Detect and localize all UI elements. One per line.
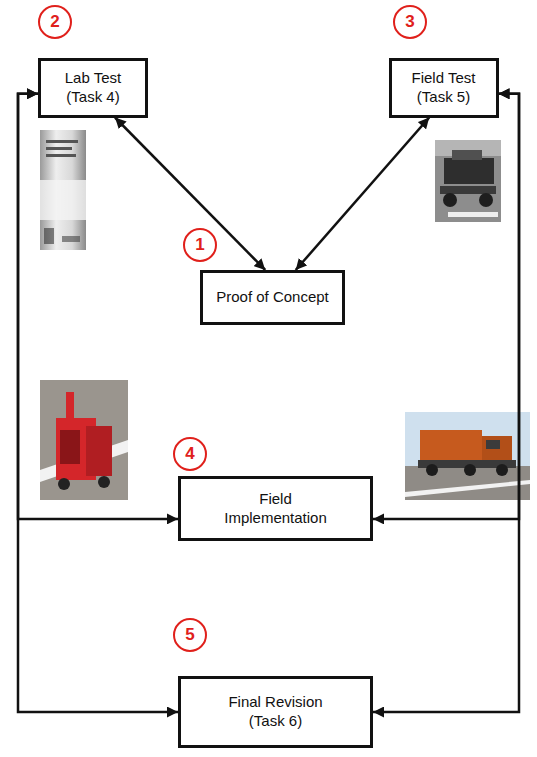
revision-box: Final Revision (Task 6)	[178, 676, 373, 748]
concept-box: Proof of Concept	[200, 270, 345, 325]
truck-photo	[405, 412, 530, 500]
box-label: Lab Test (Task 4)	[51, 69, 135, 107]
field-test-box: Field Test (Task 5)	[389, 58, 499, 118]
striping-machine-photo	[40, 380, 128, 500]
box-label: Field Implementation	[216, 490, 336, 528]
box-label: Final Revision (Task 6)	[220, 693, 332, 731]
connector-arrow	[18, 94, 178, 519]
field-test-photo	[435, 140, 501, 222]
callout-number: 1	[183, 228, 217, 262]
implementation-box: Field Implementation	[178, 476, 373, 541]
connector-arrow	[373, 94, 519, 519]
connector-arrow	[296, 118, 430, 271]
callout-number: 4	[173, 437, 207, 471]
callout-number: 3	[393, 5, 427, 39]
connector-arrow	[115, 118, 265, 271]
callout-number: 5	[173, 618, 207, 652]
callout-number: 2	[38, 5, 72, 39]
lab-specimen-photo	[40, 130, 86, 250]
box-label: Field Test (Task 5)	[402, 69, 486, 107]
connector-arrow	[18, 94, 178, 712]
lab-test-box: Lab Test (Task 4)	[38, 58, 148, 118]
connector-arrow	[373, 94, 519, 712]
box-label: Proof of Concept	[216, 288, 329, 307]
